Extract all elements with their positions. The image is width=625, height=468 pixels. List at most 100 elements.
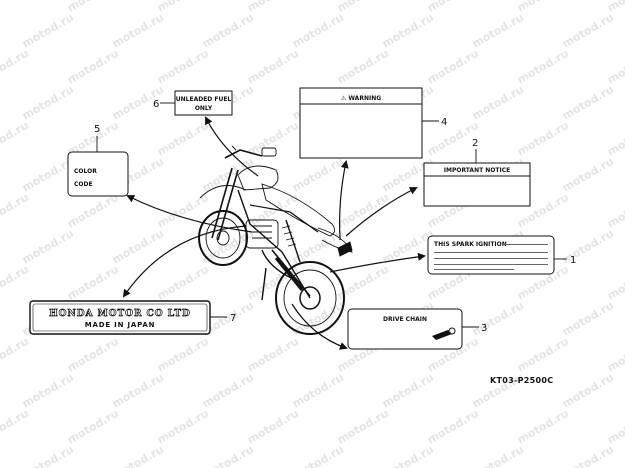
watermark-text: motod.ru (65, 263, 121, 303)
watermark-text: motod.ru (0, 0, 31, 15)
watermark-text: motod.ru (155, 335, 211, 375)
motorcycle-illustration (198, 145, 353, 335)
watermark-text: motod.ru (65, 407, 121, 447)
watermark-text: motod.ru (155, 0, 211, 15)
unleaded-fuel-line1: UNLEADED FUEL (176, 96, 232, 103)
watermark-text: motod.ru (515, 119, 571, 159)
watermark-text: motod.ru (470, 11, 526, 51)
watermark-text: motod.ru (20, 227, 76, 267)
callout-number-3: 3 (481, 323, 487, 334)
watermark-text: motod.ru (0, 335, 31, 375)
watermark-text: motod.ru (0, 263, 31, 303)
watermark-text: motod.ru (515, 335, 571, 375)
callout-number-6: 6 (153, 99, 159, 110)
callout-number-5: 5 (94, 124, 100, 135)
unleaded-fuel-line2: ONLY (195, 105, 213, 112)
watermark-text: motod.ru (335, 47, 391, 87)
label-drive-chain: DRIVE CHAIN 3 (347, 308, 487, 350)
watermark-text: motod.ru (155, 119, 211, 159)
watermark-text: motod.ru (560, 443, 616, 468)
watermark-text: motod.ru (560, 299, 616, 339)
watermark-text: motod.ru (605, 335, 625, 375)
drive-chain-title: DRIVE CHAIN (383, 316, 427, 323)
watermark-text: motod.ru (65, 335, 121, 375)
watermark-text: motod.ru (65, 47, 121, 87)
label-warning: ⚠ WARNING 4 (299, 87, 447, 159)
watermark-text: motod.ru (290, 155, 346, 195)
watermark-text: motod.ru (560, 227, 616, 267)
callout-number-7: 7 (230, 313, 236, 324)
watermark-text: motod.ru (155, 47, 211, 87)
watermark-text: motod.ru (110, 227, 166, 267)
important-notice-title: IMPORTANT NOTICE (444, 167, 510, 174)
watermark-text: motod.ru (290, 443, 346, 468)
callout-number-2: 2 (472, 138, 478, 149)
watermark-text: motod.ru (560, 371, 616, 411)
callout-number-4: 4 (441, 117, 447, 128)
reference-code: KT03-P2500C (490, 376, 553, 385)
spark-ignition-title: THIS SPARK IGNITION (434, 241, 507, 248)
watermark-text: motod.ru (245, 0, 301, 15)
watermark-text: motod.ru (425, 407, 481, 447)
watermark-text: motod.ru (470, 443, 526, 468)
watermark-text: motod.ru (200, 155, 256, 195)
watermark-text: motod.ru (200, 11, 256, 51)
watermark-text: motod.ru (560, 155, 616, 195)
watermark-text: motod.ru (515, 0, 571, 15)
watermark-text: motod.ru (200, 371, 256, 411)
watermark-text: motod.ru (335, 0, 391, 15)
watermark-text: motod.ru (65, 0, 121, 15)
watermark-text: motod.ru (0, 119, 31, 159)
watermark-text: motod.ru (20, 443, 76, 468)
watermark-text: motod.ru (110, 11, 166, 51)
color-code-line1: COLOR (74, 168, 97, 175)
label-important-notice: IMPORTANT NOTICE 2 (423, 138, 531, 207)
spark-ignition-fineprint (434, 244, 548, 270)
watermark-text: motod.ru (560, 83, 616, 123)
watermark-text: motod.ru (110, 371, 166, 411)
watermark-text: motod.ru (605, 191, 625, 231)
label-honda-plate: HONDA MOTOR CO LTD MADE IN JAPAN 7 (29, 300, 236, 335)
watermark-text: motod.ru (470, 299, 526, 339)
watermark-text: motod.ru (200, 443, 256, 468)
callout-number-1: 1 (570, 255, 576, 266)
watermark-text: motod.ru (515, 47, 571, 87)
watermark-text: motod.ru (245, 335, 301, 375)
watermark-text: motod.ru (155, 407, 211, 447)
watermark-text: motod.ru (425, 47, 481, 87)
watermark-text: motod.ru (0, 407, 31, 447)
watermark-text: motod.ru (155, 263, 211, 303)
watermark-text: motod.ru (20, 11, 76, 51)
watermark-text: motod.ru (245, 47, 301, 87)
watermark-text: motod.ru (605, 263, 625, 303)
label-spark-ignition: THIS SPARK IGNITION 1 (427, 235, 576, 275)
watermark-text: motod.ru (605, 47, 625, 87)
watermark-text: motod.ru (0, 47, 31, 87)
watermark-text: motod.ru (605, 119, 625, 159)
watermark-text: motod.ru (0, 191, 31, 231)
leader-lines (122, 116, 426, 350)
watermark-text: motod.ru (560, 11, 616, 51)
watermark-text: motod.ru (380, 11, 436, 51)
watermark-text: motod.ru (110, 443, 166, 468)
watermark-text: motod.ru (290, 227, 346, 267)
watermark-text: motod.ru (290, 371, 346, 411)
label-unleaded-fuel: UNLEADED FUEL ONLY 6 (153, 90, 233, 116)
watermark-text: motod.ru (380, 443, 436, 468)
watermark-text: motod.ru (245, 407, 301, 447)
warning-title: ⚠ WARNING (341, 95, 381, 102)
watermark-text: motod.ru (335, 407, 391, 447)
watermark-text: motod.ru (425, 0, 481, 15)
watermark-text: motod.ru (65, 191, 121, 231)
watermark-text: motod.ru (245, 119, 301, 159)
chain-adjuster-icon (432, 327, 456, 340)
honda-plate-line2: MADE IN JAPAN (85, 321, 156, 329)
watermark-text: motod.ru (605, 407, 625, 447)
watermark-text: motod.ru (380, 371, 436, 411)
honda-plate-line1: HONDA MOTOR CO LTD (49, 309, 191, 319)
label-color-code: COLOR CODE 5 (67, 124, 129, 197)
watermark-text: motod.ru (335, 191, 391, 231)
watermark-text: motod.ru (470, 83, 526, 123)
